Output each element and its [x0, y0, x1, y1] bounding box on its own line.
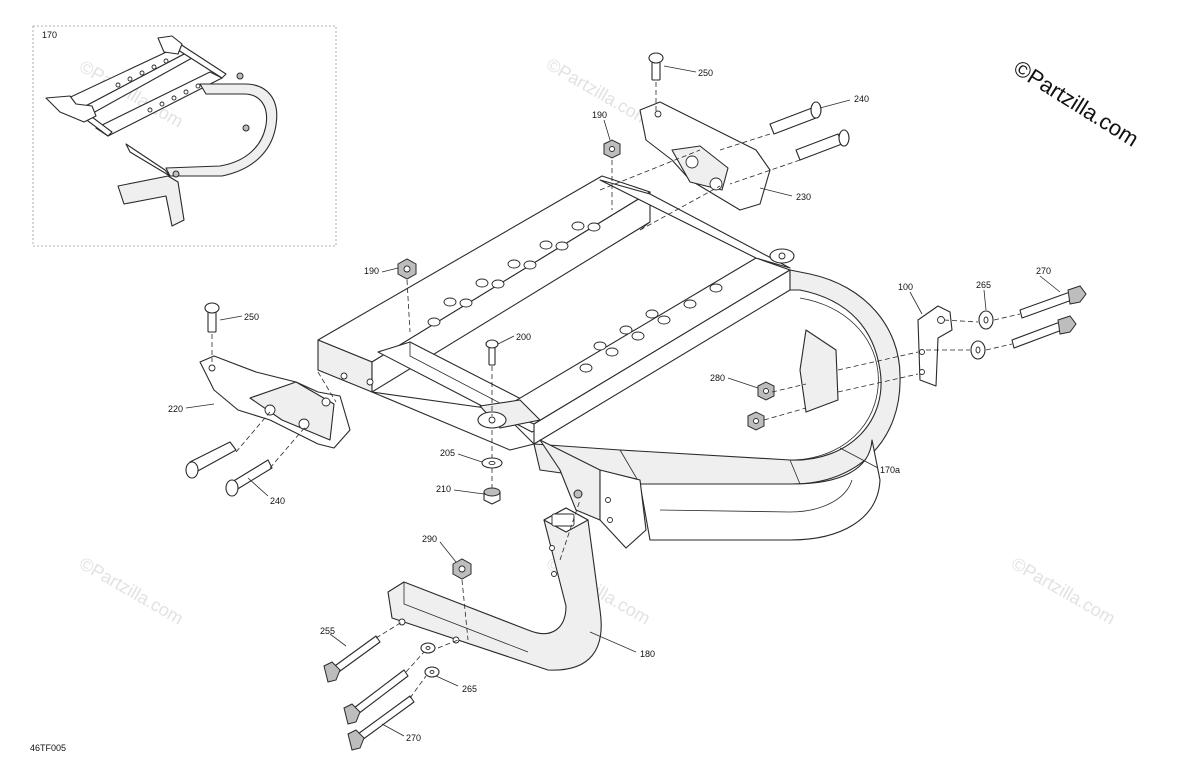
assembly-lines	[211, 82, 1021, 699]
nut-290	[452, 558, 472, 580]
figure-code: 46TF005	[30, 743, 66, 753]
bolt-255	[323, 635, 381, 683]
bolt-200	[485, 339, 499, 366]
callout-270-right: 270	[1036, 266, 1051, 276]
inset-rack-drawing	[45, 35, 278, 227]
rail-holes-upper	[427, 221, 601, 327]
nut-210	[483, 487, 501, 505]
rail-holes-lower	[579, 283, 723, 373]
bracket-220	[199, 355, 351, 449]
callout-290: 290	[422, 534, 437, 544]
leader-lines	[185, 65, 1061, 737]
brand-watermark: ©Partzilla.com	[1009, 55, 1143, 152]
watermark-bottom-left: ©Partzilla.com	[76, 553, 187, 628]
faint-watermarks: ©Partzilla.com ©Partzilla.com ©Partzilla…	[76, 54, 1119, 628]
callout-240-left: 240	[270, 496, 285, 506]
callout-200: 200	[516, 332, 531, 342]
callout-labels: 250 240 190 230 190 250 200 220 100 265 …	[168, 68, 1051, 743]
inset-frame	[32, 25, 337, 247]
bolt-250-left	[204, 302, 220, 333]
callout-190-mid: 190	[364, 266, 379, 276]
inset-label: 170	[42, 30, 57, 40]
callout-170a: 170a	[880, 465, 900, 475]
callout-270-bottom: 270	[406, 733, 421, 743]
pins-240-left	[185, 441, 273, 497]
nut-190-top	[603, 139, 621, 159]
pins-240-top	[769, 101, 850, 161]
bracket-230	[639, 101, 771, 211]
bolt-250-top	[648, 52, 664, 81]
callout-230: 230	[796, 192, 811, 202]
bolts-270-bottom	[343, 669, 415, 751]
washer-205	[481, 457, 503, 469]
callout-255: 255	[320, 626, 335, 636]
bracket-100	[917, 305, 953, 387]
callout-180: 180	[640, 649, 655, 659]
callout-205: 205	[440, 448, 455, 458]
callout-250-top: 250	[698, 68, 713, 78]
callout-220: 220	[168, 404, 183, 414]
callout-265-right: 265	[976, 280, 991, 290]
callout-265-bottom: 265	[462, 684, 477, 694]
washers-265-bottom	[420, 642, 440, 678]
inset-assembly-view: 170	[32, 25, 337, 247]
callout-210: 210	[436, 484, 451, 494]
callout-100: 100	[898, 282, 913, 292]
rack-frame-170a	[317, 175, 901, 549]
watermark-bottom-right: ©Partzilla.com	[1008, 553, 1119, 628]
callout-190-top: 190	[592, 110, 607, 120]
washers-265-right	[970, 310, 994, 360]
callout-240-top: 240	[854, 94, 869, 104]
callout-250-left: 250	[244, 312, 259, 322]
callout-280: 280	[710, 373, 725, 383]
nut-190-mid	[397, 258, 417, 280]
nuts-280	[747, 381, 775, 431]
bolts-270-right	[1011, 285, 1087, 349]
step-180	[387, 507, 602, 671]
